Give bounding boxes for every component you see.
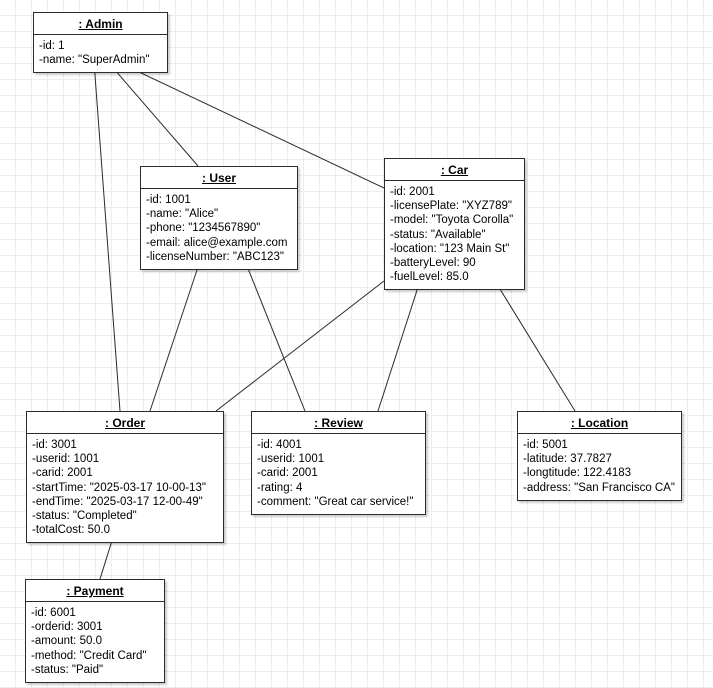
attribute-line: -method: "Credit Card" xyxy=(31,649,147,662)
association-line-car-location[interactable] xyxy=(494,280,576,412)
object-title-text: : Payment xyxy=(66,584,124,598)
object-title-text: : Admin xyxy=(78,17,123,31)
object-box-user[interactable]: : User -id: 1001 -name: "Alice"-phone: "12… xyxy=(140,166,298,271)
object-title-text: : Car xyxy=(440,163,469,177)
attribute-line: -carid: 2001 xyxy=(257,467,318,480)
attribute-line: -batteryLevel: 90 xyxy=(390,257,476,270)
attribute-line: -email: alice@example.com xyxy=(146,236,288,249)
attribute-line: -id: 5001 xyxy=(523,439,568,451)
object-box-location[interactable]: : Location-id: 5001 -latitude: 37.7827-lo… xyxy=(517,411,682,501)
object-box-car[interactable]: : Car -id: 2001 -licensePlate: "XYZ789"-mo… xyxy=(384,158,525,291)
attribute-line: -name: "SuperAdmin" xyxy=(39,54,150,67)
association-line-admin-order[interactable] xyxy=(93,61,121,412)
attribute-line: -latitude: 37.7827 xyxy=(523,453,612,466)
attribute-line: -fuelLevel: 85.0 xyxy=(390,271,469,284)
object-box-review[interactable]: : Review -id: 4001 -userid: 1001-carid: 20… xyxy=(251,411,426,516)
attribute-line: -endTime: "2025-03-17 12-00-49" xyxy=(32,495,203,508)
object-attributes-admin: -id: 1 -name: "SuperAdmin" xyxy=(34,35,167,72)
association-line-admin-user[interactable] xyxy=(107,61,199,167)
object-title-user: : User xyxy=(141,167,297,189)
association-line-car-review[interactable] xyxy=(377,280,421,412)
object-title-payment: : Payment xyxy=(26,580,164,602)
attribute-line: -name: "Alice" xyxy=(146,208,219,221)
object-box-payment[interactable]: : Payment -id: 6001 -orderid: 3001-amount:… xyxy=(25,579,165,684)
attribute-line: -userid: 1001 xyxy=(257,453,325,466)
attribute-line: -startTime: "2025-03-17 10-00-13" xyxy=(32,481,206,494)
attribute-line: -status: "Available" xyxy=(390,228,486,241)
attribute-line: -id: 3001 xyxy=(32,439,77,451)
attribute-line: -id: 2001 xyxy=(390,186,435,198)
attribute-line: -model: "Toyota Corolla" xyxy=(390,214,514,227)
object-title-car: : Car xyxy=(385,159,524,181)
attribute-line: -orderid: 3001 xyxy=(31,621,103,634)
object-attributes-order: -id: 3001 -userid: 1001-carid: 2001-start… xyxy=(27,434,223,542)
attribute-line: -licensePlate: "XYZ789" xyxy=(390,200,512,213)
object-box-admin[interactable]: : Admin -id: 1 -name: "SuperAdmin" xyxy=(33,12,168,74)
object-title-text: : User xyxy=(201,171,236,185)
object-title-text: : Order xyxy=(104,416,145,430)
object-attributes-payment: -id: 6001 -orderid: 3001-amount: 50.0-met… xyxy=(26,602,164,682)
attribute-line: -phone: "1234567890" xyxy=(146,222,261,235)
object-box-order[interactable]: : Order -id: 3001 -userid: 1001-carid: 200… xyxy=(26,411,224,544)
attribute-line: -longtitude: 122.4183 xyxy=(523,467,632,480)
attribute-line: -id: 6001 xyxy=(31,607,76,619)
attribute-line: -amount: 50.0 xyxy=(31,635,102,648)
object-attributes-user: -id: 1001 -name: "Alice"-phone: "12345678… xyxy=(141,189,297,269)
object-attributes-car: -id: 2001 -licensePlate: "XYZ789"-model: … xyxy=(385,181,524,289)
attribute-line: -licenseNumber: "ABC123" xyxy=(146,250,284,263)
object-title-text: : Review xyxy=(314,416,363,430)
attribute-line: -id: 4001 xyxy=(257,439,302,451)
attribute-line: -comment: "Great car service!" xyxy=(257,495,414,508)
attribute-line: -status: "Completed" xyxy=(32,510,137,523)
association-line-user-order[interactable] xyxy=(149,260,201,412)
association-line-user-review[interactable] xyxy=(244,260,306,412)
attribute-line: -id: 1 xyxy=(39,40,65,52)
object-title-location: : Location xyxy=(518,412,681,434)
object-attributes-review: -id: 4001 -userid: 1001-carid: 2001-ratin… xyxy=(252,434,425,514)
attribute-line: -carid: 2001 xyxy=(32,467,93,480)
attribute-line: -totalCost: 50.0 xyxy=(32,524,110,537)
attribute-line: -rating: 4 xyxy=(257,481,303,494)
attribute-line: -address: "San Francisco CA" xyxy=(523,481,675,494)
object-title-text: : Location xyxy=(570,416,629,430)
attribute-line: -userid: 1001 xyxy=(32,453,100,466)
object-title-review: : Review xyxy=(252,412,425,434)
attribute-line: -location: "123 Main St" xyxy=(390,242,510,255)
association-line-car-order[interactable] xyxy=(215,280,385,412)
object-attributes-location: -id: 5001 -latitude: 37.7827-longtitude: … xyxy=(518,434,681,500)
object-title-admin: : Admin xyxy=(34,13,167,35)
attribute-line: -status: "Paid" xyxy=(31,663,104,676)
attribute-line: -id: 1001 xyxy=(146,194,191,206)
object-title-order: : Order xyxy=(27,412,223,434)
